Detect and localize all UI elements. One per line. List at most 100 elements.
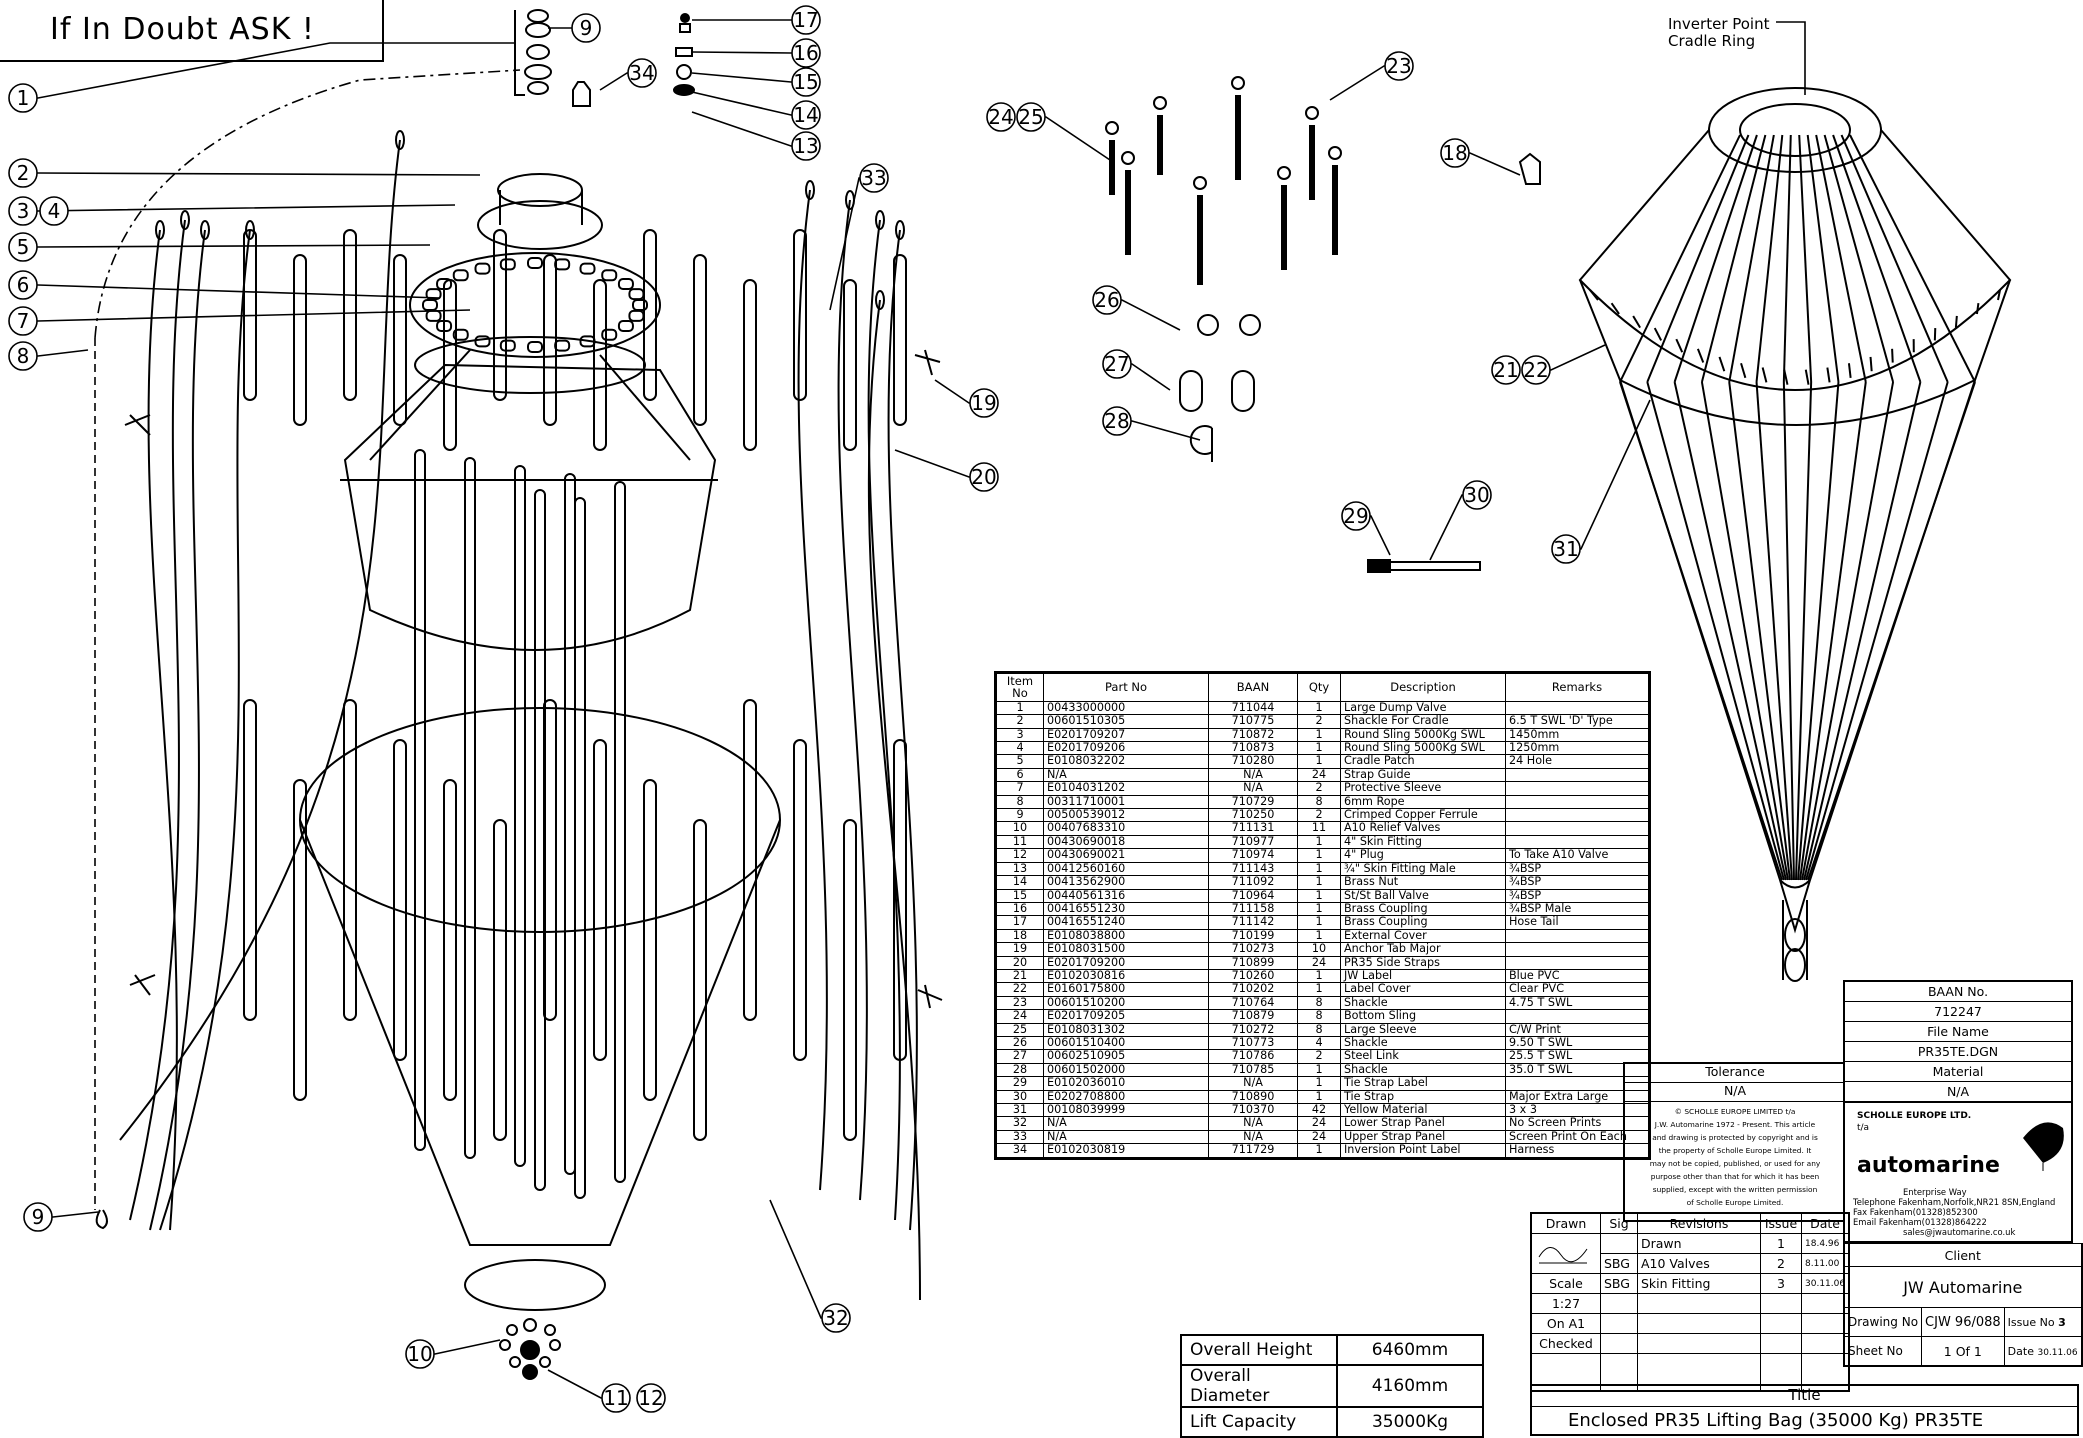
bom-cell: 14 xyxy=(996,876,1044,889)
bom-header: Remarks xyxy=(1506,673,1650,702)
callout-bubble: 19 xyxy=(970,389,998,417)
sling-shackle xyxy=(1122,152,1134,164)
bag-upper-cone xyxy=(340,337,718,650)
bom-cell: 25 xyxy=(996,1023,1044,1036)
bom-cell: 31 xyxy=(996,1104,1044,1117)
bom-cell: Steel Link xyxy=(1341,1050,1506,1063)
bag-seam xyxy=(1655,328,1661,340)
bom-cell: 2 xyxy=(996,715,1044,728)
callout-bubble: 12 xyxy=(637,1384,665,1412)
strap-panel xyxy=(344,230,356,400)
bom-cell: 710280 xyxy=(1209,755,1298,768)
material-value: N/A xyxy=(1844,1082,2072,1103)
callout-number: 23 xyxy=(1386,54,1411,78)
leader-line xyxy=(23,245,430,247)
bom-cell: 710729 xyxy=(1209,795,1298,808)
callout-bubble: 7 xyxy=(9,307,37,335)
bom-cell: 00430690018 xyxy=(1044,835,1209,848)
strap-panel xyxy=(594,280,606,450)
dump-valve-stack xyxy=(515,10,551,95)
rev-issue: 2 xyxy=(1761,1254,1802,1274)
callout-bubble: 22 xyxy=(1522,356,1550,384)
rope-line xyxy=(120,140,400,1140)
bom-cell: 16 xyxy=(996,902,1044,915)
bom-cell: 00602510905 xyxy=(1044,1050,1209,1063)
bom-cell: 710879 xyxy=(1209,1010,1298,1023)
bom-cell: 7 xyxy=(996,782,1044,795)
bom-cell: 12 xyxy=(996,849,1044,862)
drawing-no-value: CJW 96/088 xyxy=(1922,1308,2005,1337)
bom-cell: 711131 xyxy=(1209,822,1298,835)
callout-bubble: 29 xyxy=(1342,502,1370,530)
bag-seam xyxy=(1719,357,1724,371)
bom-cell: 710974 xyxy=(1209,849,1298,862)
callout-bubble: 16 xyxy=(792,39,820,67)
cradle-hole xyxy=(619,279,633,289)
bom-cell: Brass Nut xyxy=(1341,876,1506,889)
bag-rib xyxy=(1675,382,1786,880)
callout-number: 11 xyxy=(603,1386,628,1410)
bom-cell: 2 xyxy=(1298,809,1341,822)
strap-panel xyxy=(515,466,525,1166)
baan-value: 712247 xyxy=(1844,1002,2072,1022)
copyright-line: the property of Scholle Europe Limited. … xyxy=(1627,1144,1843,1157)
bag-rib xyxy=(1784,382,1794,880)
sheet-label: Sheet No xyxy=(1844,1337,1922,1367)
callout-number: 16 xyxy=(793,41,818,65)
bom-cell: 00416551230 xyxy=(1044,902,1209,915)
anchor-tabs xyxy=(125,350,942,1008)
callout-number: 18 xyxy=(1442,141,1467,165)
bom-cell: 4 xyxy=(1298,1036,1341,1049)
bom-cell: 711729 xyxy=(1209,1144,1298,1158)
copyright-line: purpose other than that for which it has… xyxy=(1627,1170,1843,1183)
bom-cell: 1 xyxy=(1298,983,1341,996)
bom-cell: 00412560160 xyxy=(1044,862,1209,875)
bom-cell xyxy=(1506,795,1650,808)
bom-cell: 21 xyxy=(996,969,1044,982)
bom-cell: 11 xyxy=(996,835,1044,848)
signature xyxy=(1531,1234,1601,1274)
bom-cell: Protective Sleeve xyxy=(1341,782,1506,795)
bom-cell xyxy=(1506,835,1650,848)
bom-cell: Anchor Tab Major xyxy=(1341,943,1506,956)
bom-cell: Shackle xyxy=(1341,996,1506,1009)
strap-panel xyxy=(844,280,856,450)
bom-cell: N/A xyxy=(1044,768,1209,781)
copyright-line: of Scholle Europe Limited. xyxy=(1627,1196,1843,1209)
bom-cell: E0201709200 xyxy=(1044,956,1209,969)
bom-cell: N/A xyxy=(1044,1117,1209,1130)
bom-cell: 1 xyxy=(996,701,1044,714)
callout-number: 13 xyxy=(793,134,818,158)
callout-number: 33 xyxy=(861,166,886,190)
bom-cell: Strap Guide xyxy=(1341,768,1506,781)
bag-rib xyxy=(1729,135,1774,382)
strap-panel xyxy=(744,280,756,450)
cradle-hole xyxy=(629,311,643,321)
callout-number: 19 xyxy=(971,391,996,415)
callout-number: 9 xyxy=(32,1205,45,1229)
callout-bubble: 11 xyxy=(602,1384,630,1412)
bom-cell: 4" Plug xyxy=(1341,849,1506,862)
spec-value: 4160mm xyxy=(1337,1365,1483,1407)
bom-cell: 710872 xyxy=(1209,728,1298,741)
bom-cell: 8 xyxy=(1298,1023,1341,1036)
strap-panel xyxy=(465,458,475,1158)
bag-seam xyxy=(1871,357,1872,371)
skin-fitting-parts xyxy=(674,14,694,95)
bom-cell: 711044 xyxy=(1209,701,1298,714)
bom-cell: 23 xyxy=(996,996,1044,1009)
bom-cell: 711158 xyxy=(1209,902,1298,915)
bag-seam xyxy=(1676,339,1682,352)
strap-panel xyxy=(644,230,656,400)
callout-bubble: 4 xyxy=(40,197,68,225)
